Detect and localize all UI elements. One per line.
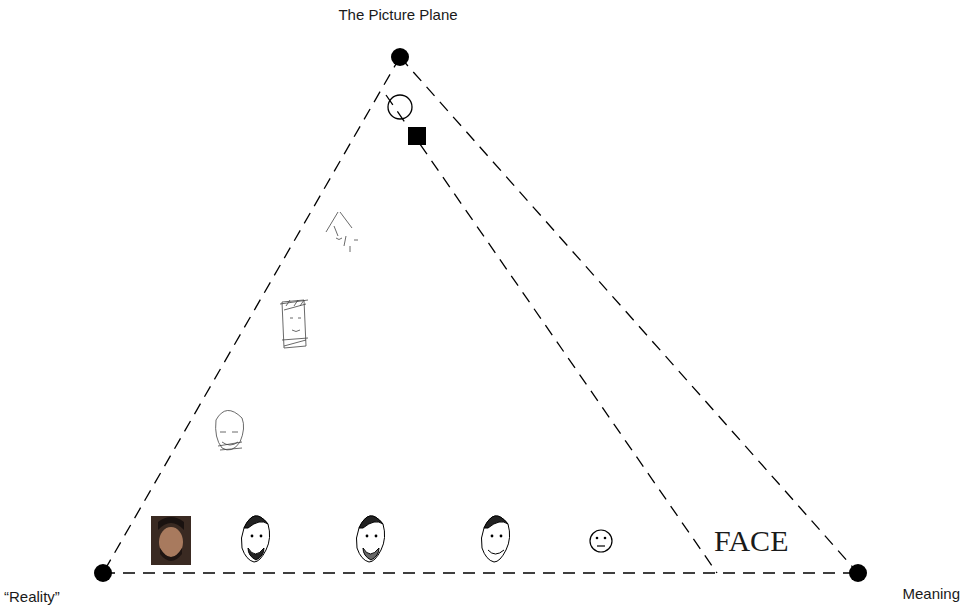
word-label: FACE [714, 524, 788, 559]
corner-label: “Reality” [4, 588, 60, 605]
apex-label: The Picture Plane [338, 6, 457, 23]
corner-label: Meaning [902, 585, 960, 602]
